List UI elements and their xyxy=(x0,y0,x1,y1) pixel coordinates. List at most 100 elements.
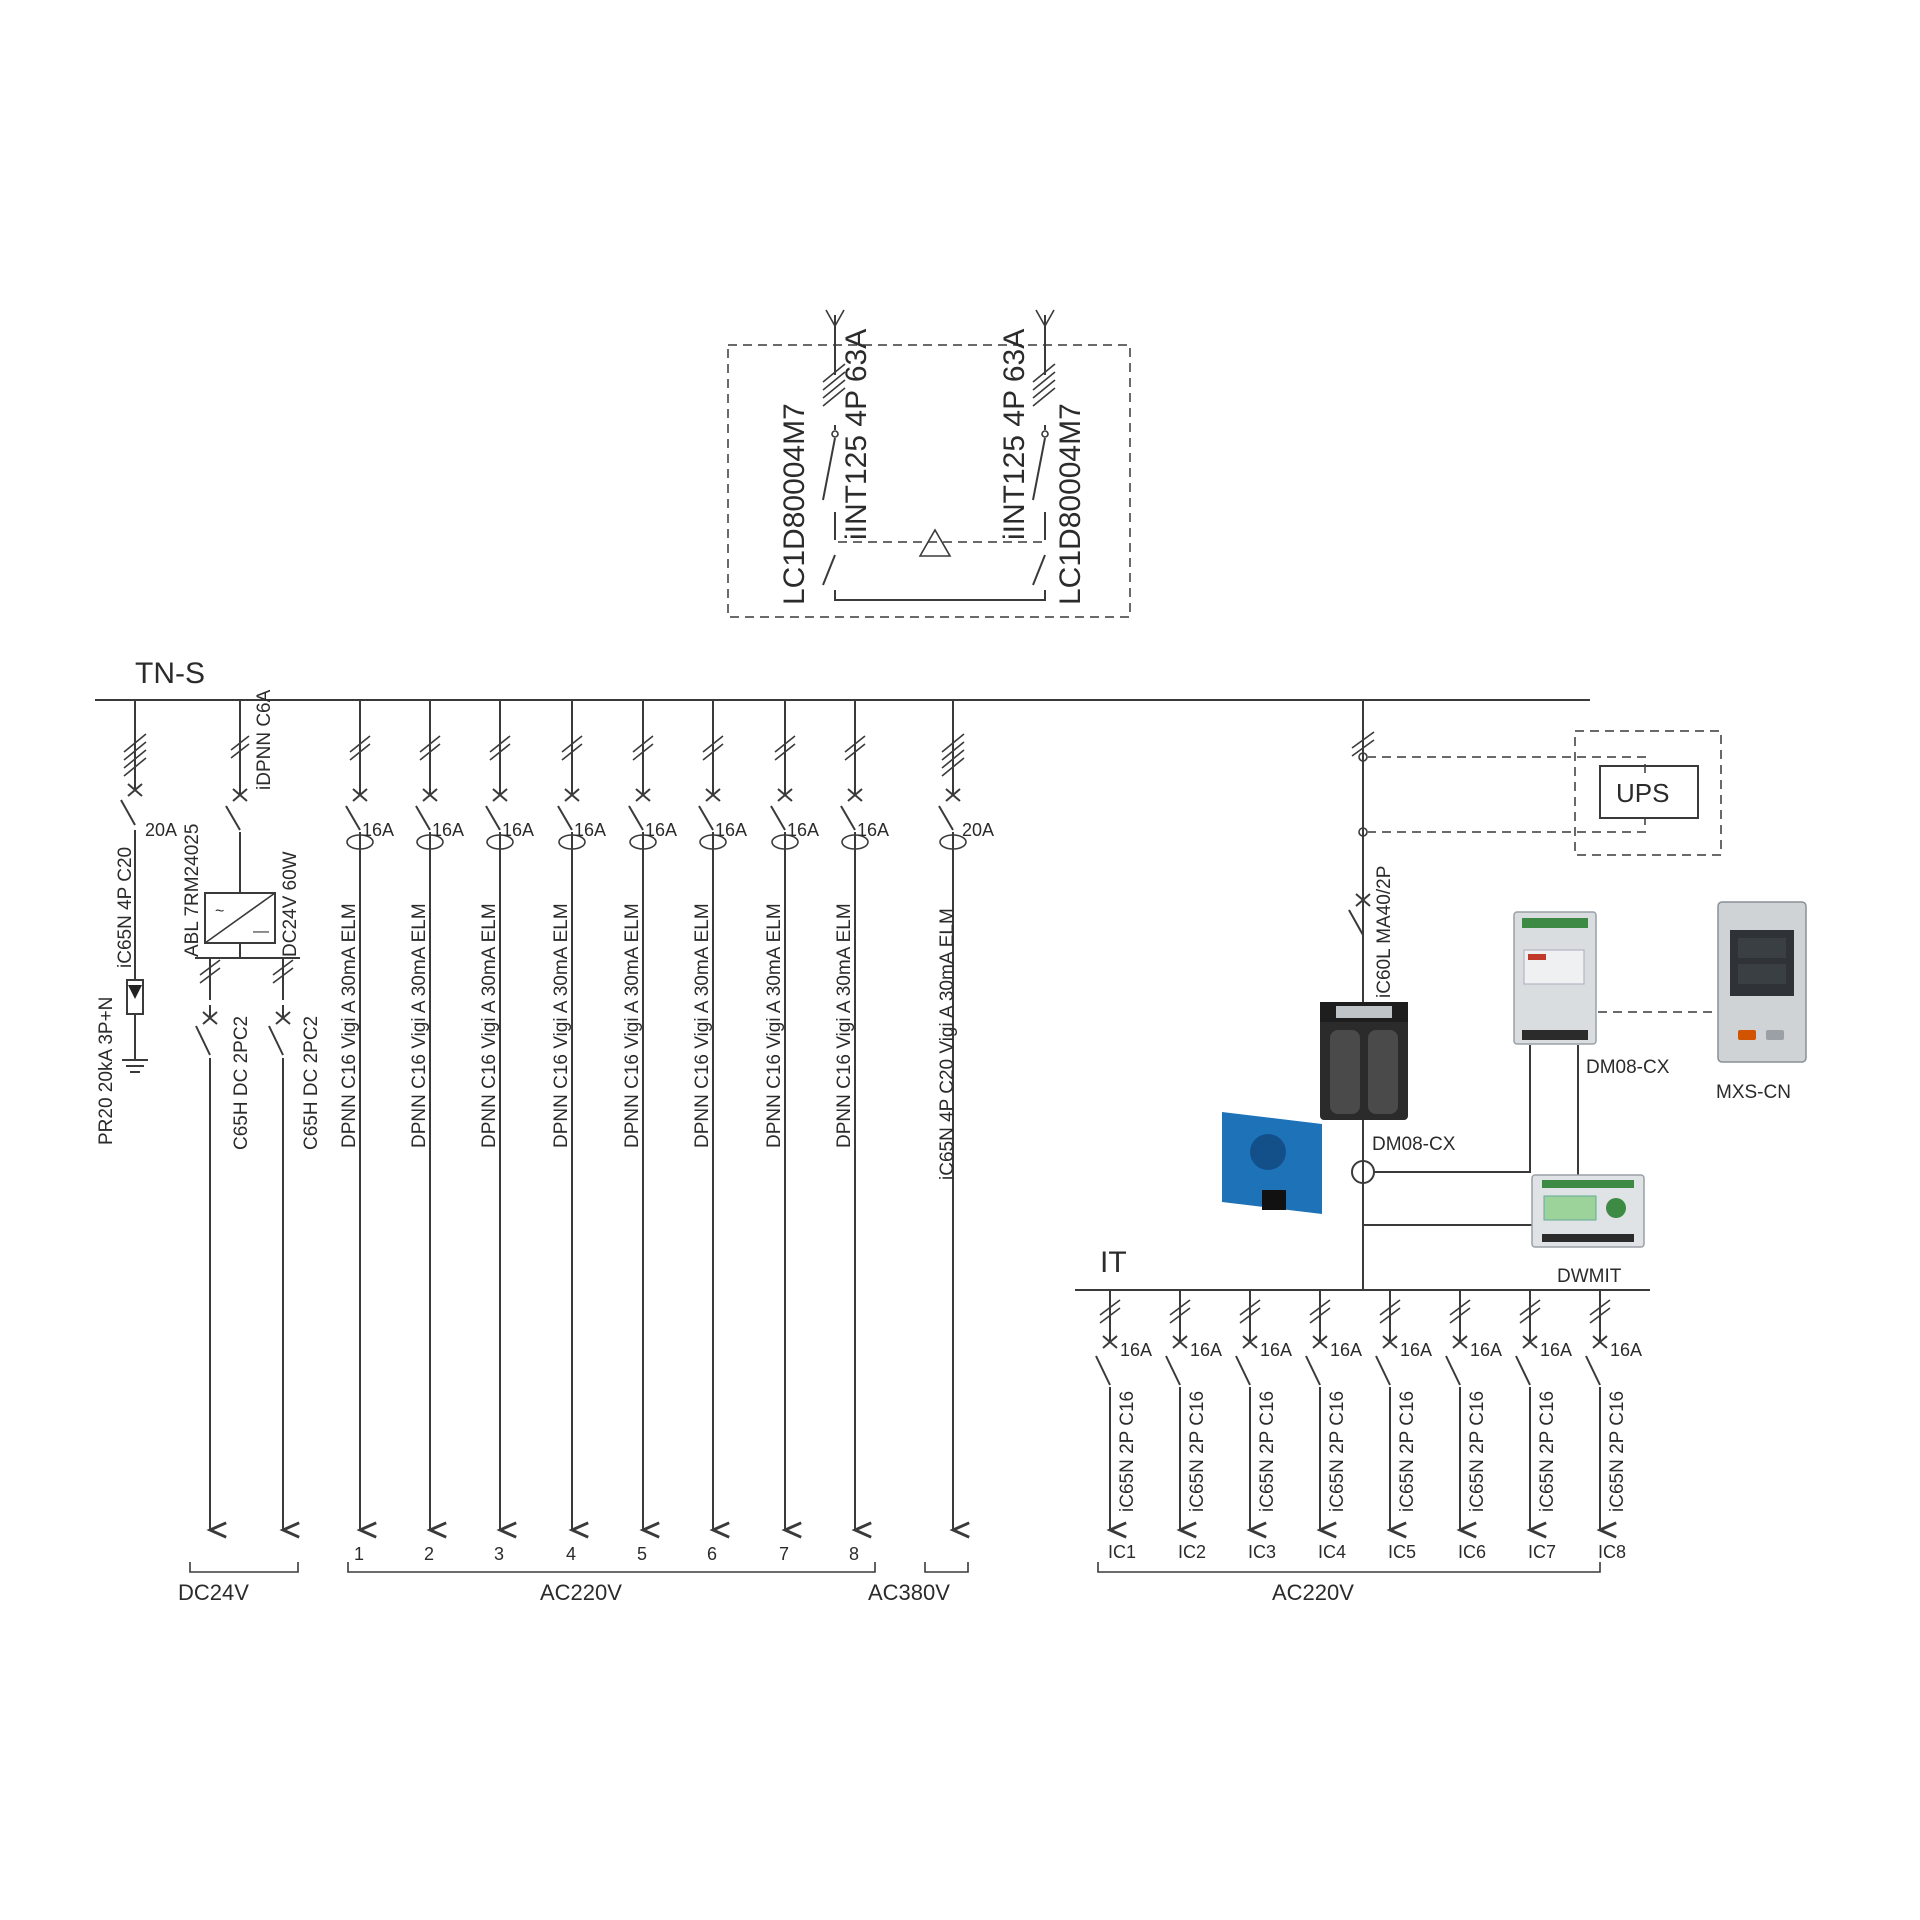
it-branch-6: 16A iC65N 2P C16 IC6 xyxy=(1446,1290,1502,1562)
spd-breaker-label: iC65N 4P C20 xyxy=(115,847,136,968)
it-branch-8-line xyxy=(1586,1290,1607,1530)
dc-branch-2-label: C65H DC 2PC2 xyxy=(301,1016,322,1150)
it-branch-3: 16A iC65N 2P C16 IC3 xyxy=(1236,1290,1292,1562)
ats-block: iINT125 4P 63A LC1D80004M7 iINT125 4P 63… xyxy=(727,309,1131,618)
it-branch-7-name: IC7 xyxy=(1528,1542,1556,1562)
ac380-label: iC65N 4P C20 Vigi A 30mA ELM xyxy=(937,908,958,1180)
spd-breaker-cross-icon xyxy=(127,783,143,797)
ac220-branch-6: 16A DPNN C16 Vigi A 30mA ELM 6 xyxy=(692,700,747,1564)
it-feed-breaker-label: iC60L MA40/2P xyxy=(1374,866,1395,998)
ac220-branch-8-number: 8 xyxy=(849,1544,859,1564)
ac220-branch-3-2pole-icon xyxy=(489,735,511,761)
ats-left-incoming-icon xyxy=(825,309,845,328)
ac220-branch-3-label: DPNN C16 Vigi A 30mA ELM xyxy=(479,903,500,1148)
it-branch-5-label: iC65N 2P C16 xyxy=(1397,1391,1418,1512)
ac220-branch-5-2pole-icon xyxy=(632,735,654,761)
spd-breaker-contact xyxy=(120,799,136,826)
ac220-branch-1-line xyxy=(346,700,367,1530)
rcd-toroid-icon xyxy=(939,834,967,850)
psu-rating-label: DC24V 60W xyxy=(280,851,301,957)
ac220-branch-4-number: 4 xyxy=(566,1544,576,1564)
ac380-4pole-icon xyxy=(941,733,965,777)
ats-right-4pole-icon xyxy=(1032,363,1056,407)
it-branch-2-name: IC2 xyxy=(1178,1542,1206,1562)
it-branch-7-2pole-icon xyxy=(1519,1299,1541,1324)
dc-breaker-cross-icon xyxy=(232,788,248,802)
it-branch-6-label: iC65N 2P C16 xyxy=(1467,1391,1488,1512)
ac220-branch-4-line xyxy=(558,700,579,1530)
ac220-branch-7-rating: 16A xyxy=(787,820,819,840)
interlock-triangle-icon xyxy=(918,528,952,557)
ac220-branch-5-label: DPNN C16 Vigi A 30mA ELM xyxy=(622,903,643,1148)
it-branch-8-name: IC8 xyxy=(1598,1542,1626,1562)
ac220-branch-7: 16A DPNN C16 Vigi A 30mA ELM 7 xyxy=(764,700,819,1564)
ats-left-4pole-icon xyxy=(822,363,846,407)
isolation-transformer-image xyxy=(1320,1002,1408,1120)
ac220-branch-8-rating: 16A xyxy=(857,820,889,840)
ac220-branch-2-2pole-icon xyxy=(419,735,441,761)
ac220-branch-8-line xyxy=(841,700,862,1530)
ac220-branch-1-label: DPNN C16 Vigi A 30mA ELM xyxy=(339,903,360,1148)
ac220-branch-5-line xyxy=(629,700,650,1530)
it-branch-5: 16A iC65N 2P C16 IC5 xyxy=(1376,1290,1432,1562)
ac220-branch-2-label: DPNN C16 Vigi A 30mA ELM xyxy=(409,903,430,1148)
dc-branch-2-2pole-icon xyxy=(272,959,294,984)
rcd-toroid-icon xyxy=(771,834,799,850)
ac220-branch-3: 16A DPNN C16 Vigi A 30mA ELM 3 xyxy=(479,700,534,1564)
it-branch-5-name: IC5 xyxy=(1388,1542,1416,1562)
it-feed-2pole-icon xyxy=(1351,731,1375,757)
spd-protector-label: PR20 20kA 3P+N xyxy=(96,997,117,1145)
dc-breaker-label: iDPNN C6A xyxy=(254,689,275,790)
ac220-branch-1: 16A DPNN C16 Vigi A 30mA ELM 1 xyxy=(339,700,394,1564)
ats-right-contact-icon xyxy=(1041,430,1049,438)
ac380-bracket xyxy=(924,1562,969,1573)
it-branch-5-2pole-icon xyxy=(1379,1299,1401,1324)
ac220-branch-8-label: DPNN C16 Vigi A 30mA ELM xyxy=(834,903,855,1148)
mxs-display-image xyxy=(1717,901,1807,1063)
transformer-monitor-label: DM08-CX xyxy=(1372,1134,1456,1155)
ac220-branch-5: 16A DPNN C16 Vigi A 30mA ELM 5 xyxy=(622,700,677,1564)
it-branch-8-label: iC65N 2P C16 xyxy=(1607,1391,1628,1512)
ac220-branch-5-rating: 16A xyxy=(645,820,677,840)
ac380-branch: 20A iC65N 4P C20 Vigi A 30mA ELM xyxy=(937,700,994,1530)
ac380-rating: 20A xyxy=(962,820,994,840)
ground-icon xyxy=(122,1014,148,1073)
spd-rating: 20A xyxy=(145,820,177,840)
it-branch-4-rating: 16A xyxy=(1330,1340,1362,1360)
dc24-bracket xyxy=(189,1562,299,1573)
it-label: IT xyxy=(1100,1246,1127,1279)
it-branch-6-rating: 16A xyxy=(1470,1340,1502,1360)
it-branch-6-line xyxy=(1446,1290,1467,1530)
current-transformer-image xyxy=(1222,1112,1322,1214)
ats-right-incoming-icon xyxy=(1035,309,1055,328)
it-branch-8-2pole-icon xyxy=(1589,1299,1611,1324)
ac220-left-bracket xyxy=(347,1562,876,1573)
ac220-branch-3-line xyxy=(486,700,507,1530)
dc-breaker-contact xyxy=(225,805,241,831)
power-supply-label: ABL 7RM24025 xyxy=(182,824,203,957)
it-branch-2: 16A iC65N 2P C16 IC2 xyxy=(1166,1290,1222,1562)
ats-right-breaker-label: iINT125 4P 63A xyxy=(998,329,1031,540)
ac220-branch-6-label: DPNN C16 Vigi A 30mA ELM xyxy=(692,903,713,1148)
it-branch-1-line xyxy=(1096,1290,1117,1530)
ac380-group-label: AC380V xyxy=(868,1580,950,1605)
mxs-display-label: MXS-CN xyxy=(1716,1082,1791,1103)
it-branch-7-rating: 16A xyxy=(1540,1340,1572,1360)
ac220-branch-4: 16A DPNN C16 Vigi A 30mA ELM 4 xyxy=(551,700,606,1564)
dwmit-locator-image xyxy=(1531,1174,1645,1248)
spd-4pole-icon xyxy=(123,733,147,777)
it-feed-breaker-icon xyxy=(1348,893,1371,936)
ac220-branch-7-2pole-icon xyxy=(774,735,796,761)
it-branch-7-line xyxy=(1516,1290,1537,1530)
spd-branch: 20A iC65N 4P C20 PR20 20kA 3P+N xyxy=(96,700,177,1145)
dc-branch-1-label: C65H DC 2PC2 xyxy=(231,1016,252,1150)
it-branch-3-label: iC65N 2P C16 xyxy=(1257,1391,1278,1512)
it-branch-2-rating: 16A xyxy=(1190,1340,1222,1360)
ups-label: UPS xyxy=(1616,778,1669,808)
ups-box xyxy=(1599,765,1699,819)
it-branch-5-rating: 16A xyxy=(1400,1340,1432,1360)
it-branch-3-2pole-icon xyxy=(1239,1299,1261,1324)
dc-branch-2-cross-icon xyxy=(275,1005,291,1025)
it-branch-1: 16A iC65N 2P C16 IC1 xyxy=(1096,1290,1152,1562)
it-feed: UPS iC60L MA40/2P xyxy=(1348,700,1722,1290)
